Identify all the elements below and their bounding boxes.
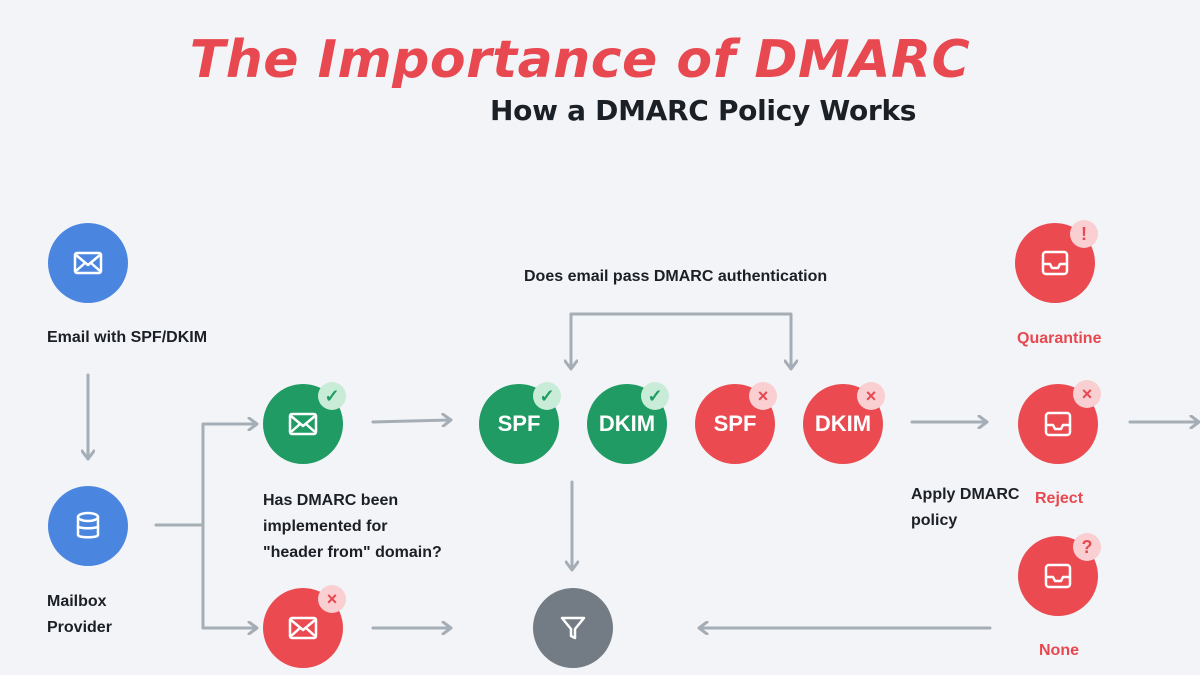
dkim-fail-label: DKIM (814, 411, 872, 436)
apply-policy-label-line2: policy (911, 512, 958, 529)
inbox-tray-icon (1044, 563, 1072, 589)
filter-icon (560, 616, 586, 640)
cross-icon: × (857, 382, 885, 410)
quarantine-node (1015, 223, 1095, 303)
page-title: The Importance of DMARC (189, 30, 971, 90)
envelope-icon (73, 251, 103, 275)
mailbox-provider-node (48, 486, 128, 566)
spf-pass-label: SPF (497, 411, 541, 436)
arrow-split-to-dmarc-no (201, 523, 256, 628)
inbox-tray-icon (1044, 411, 1072, 437)
mailbox-label-line2: Provider (47, 619, 112, 636)
cross-icon: × (1073, 380, 1101, 408)
check-icon: ✓ (533, 382, 561, 410)
none-label: None (1039, 642, 1079, 659)
arrow-yes-to-spf (371, 420, 450, 422)
cross-icon: × (318, 585, 346, 613)
spf-fail-label: SPF (713, 411, 757, 436)
database-icon (76, 511, 100, 539)
inbox-tray-icon (1041, 250, 1069, 276)
reject-label: Reject (1035, 490, 1084, 507)
has-dmarc-label-line1: Has DMARC been (263, 492, 399, 509)
quarantine-label: Quarantine (1017, 330, 1102, 347)
email-node (48, 223, 128, 303)
filter-node (533, 588, 613, 668)
email-label: Email with SPF/DKIM (47, 329, 208, 346)
mailbox-label-line1: Mailbox (47, 593, 107, 610)
has-dmarc-label-line2: implemented for (263, 518, 388, 535)
cross-icon: × (749, 382, 777, 410)
check-icon: ✓ (318, 382, 346, 410)
exclamation-icon: ! (1070, 220, 1098, 248)
arrow-auth-bracket (569, 312, 793, 369)
page-subtitle: How a DMARC Policy Works (490, 94, 917, 127)
arrow-split-to-dmarc-yes (201, 424, 256, 527)
check-icon: ✓ (641, 382, 669, 410)
envelope-icon (288, 412, 318, 436)
dkim-pass-label: DKIM (598, 411, 656, 436)
auth-question-label: Does email pass DMARC authentication (524, 268, 828, 285)
question-icon: ? (1073, 533, 1101, 561)
apply-policy-label-line1: Apply DMARC (911, 486, 1020, 503)
has-dmarc-label-line3: "header from" domain? (263, 544, 442, 561)
envelope-icon (288, 616, 318, 640)
